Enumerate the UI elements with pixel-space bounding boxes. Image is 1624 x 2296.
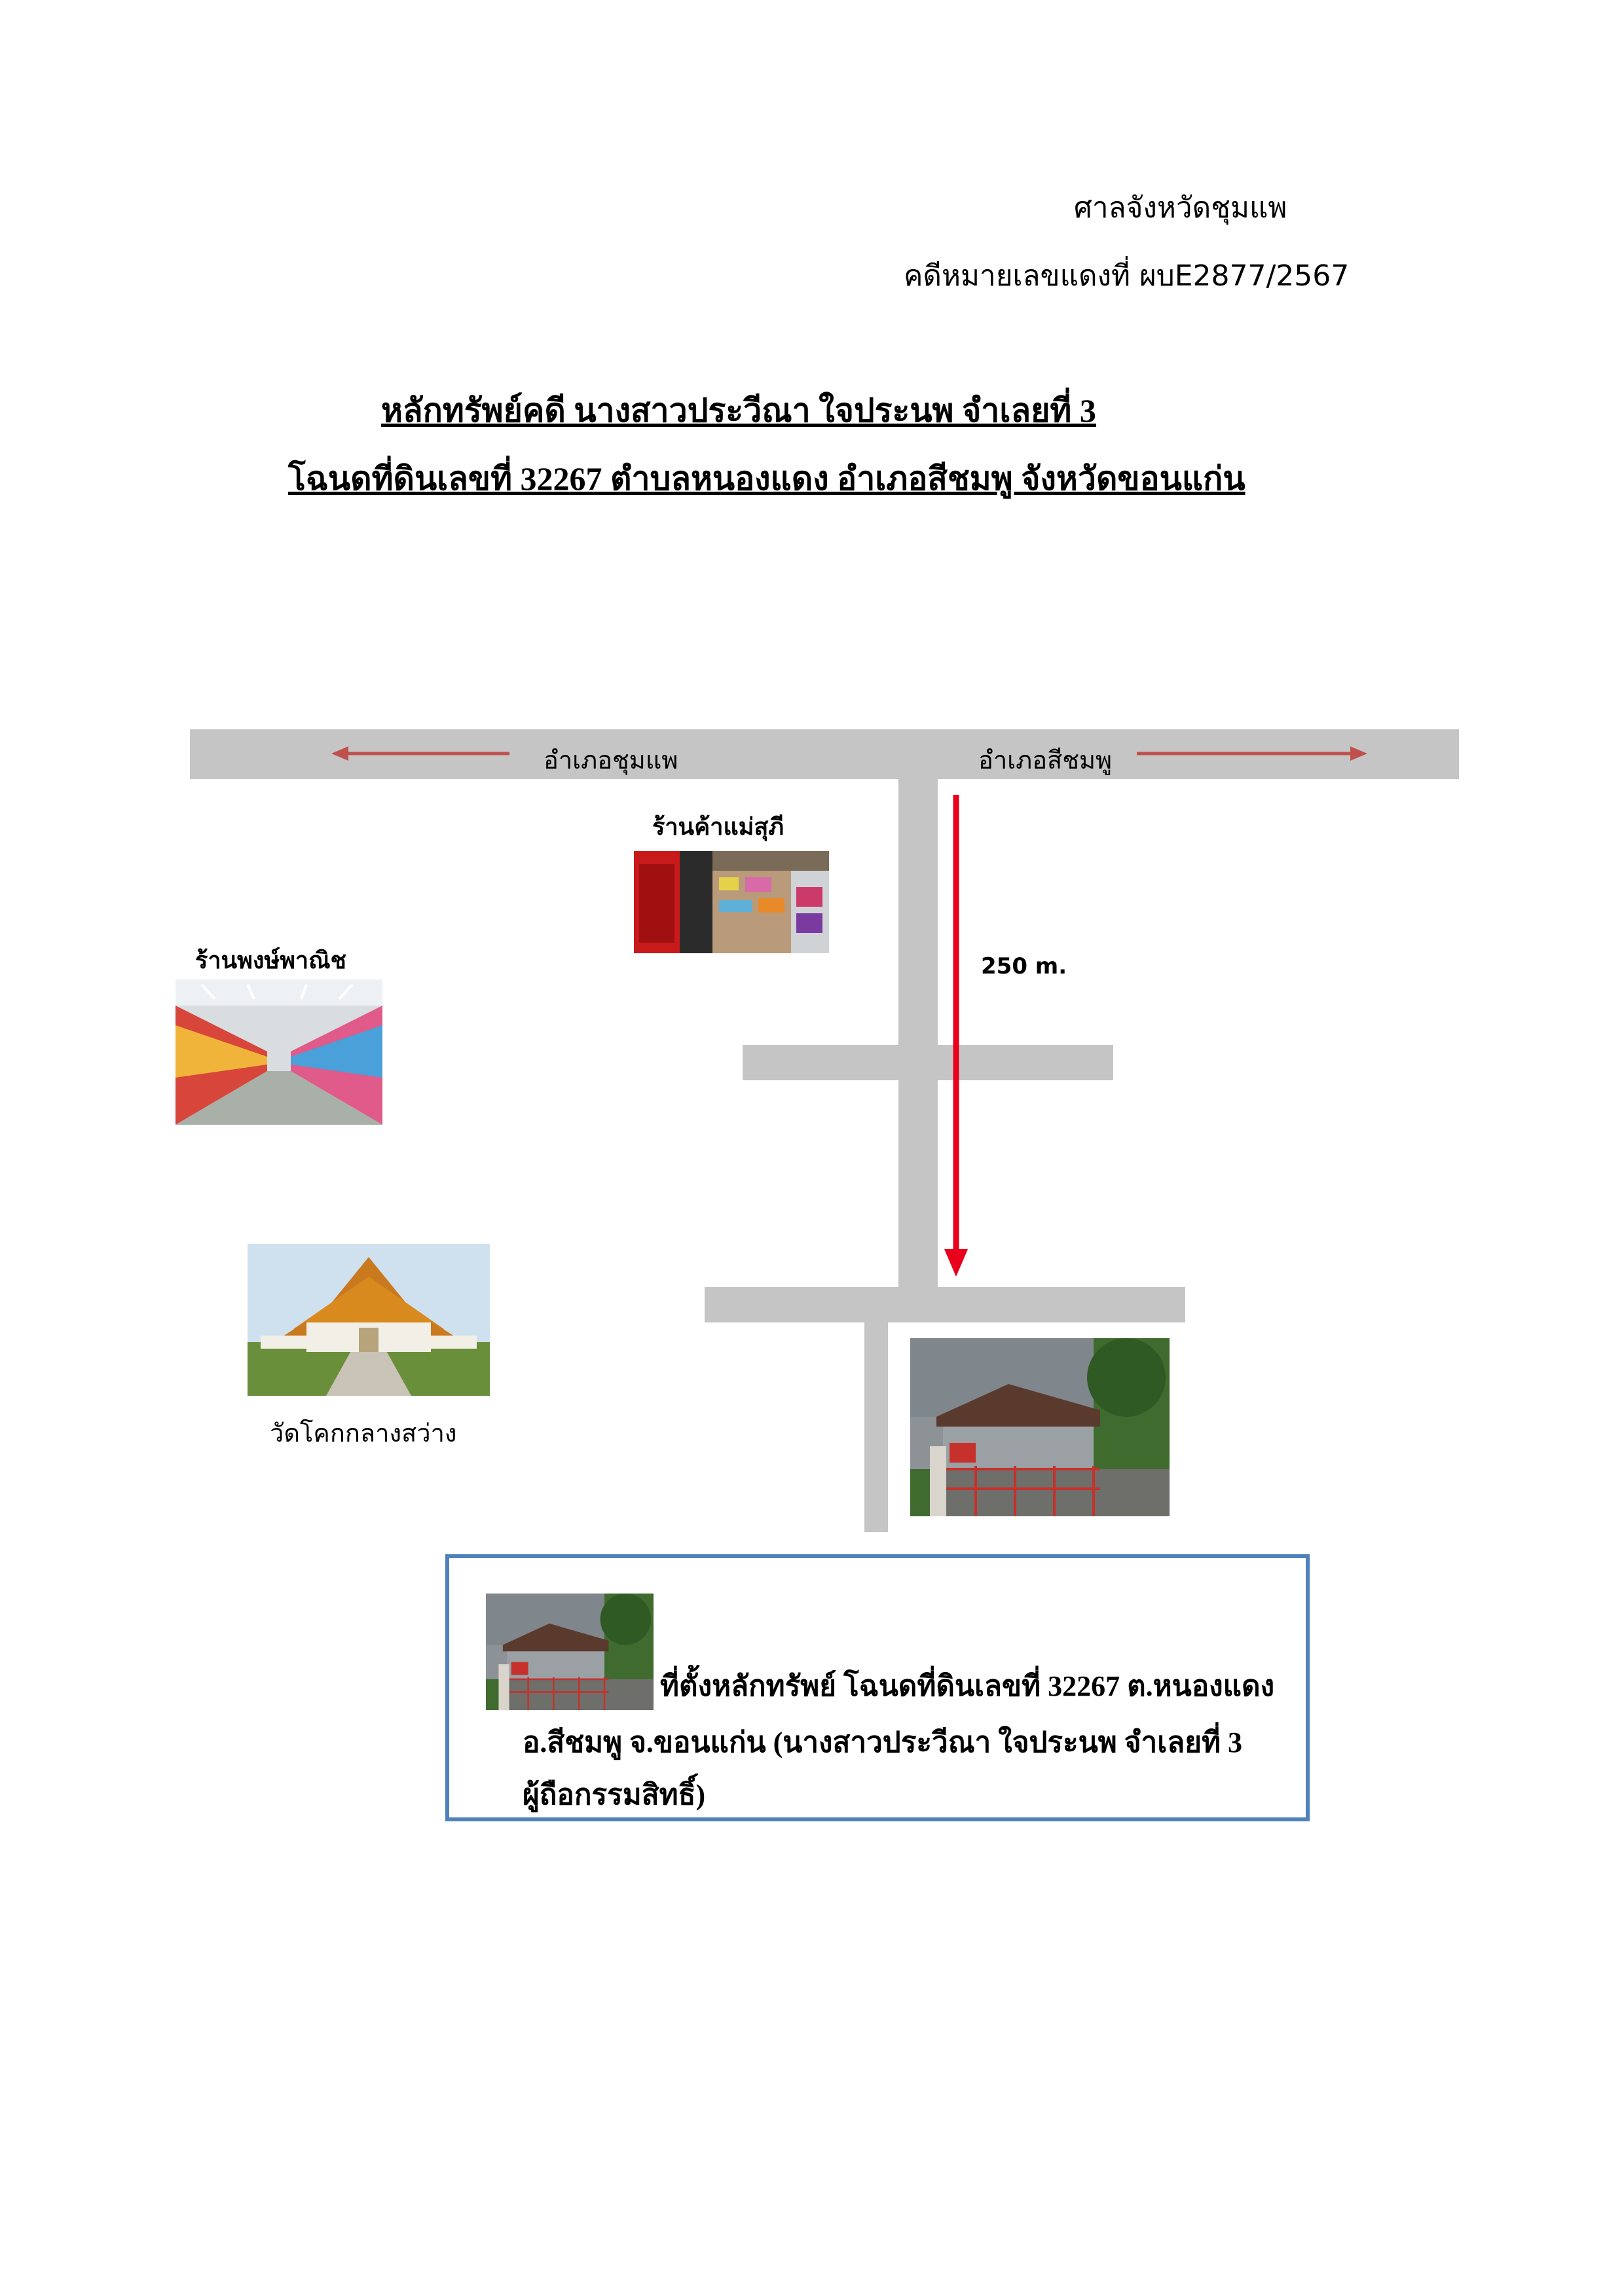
side-road-vertical-upper [898, 779, 938, 1296]
landmark-label-mae-suk: ร้านค้าแม่สุภี [652, 814, 784, 841]
direction-label-chum-phae: อำเภอชุมแพ [544, 746, 678, 774]
side-road-cross-1 [743, 1045, 1113, 1080]
landmark-label-temple: วัดโคกกลางสว่าง [270, 1419, 457, 1448]
note-line-3: ผู้ถือกรรมสิทธิ์) [523, 1779, 706, 1811]
map: อำเภอชุมแพ อำเภอสีชมพู 250 m. ร้านค้าแม่… [175, 729, 1459, 1532]
court-name: ศาลจังหวัดชุมแพ [1074, 191, 1287, 225]
arrow-left-icon [331, 746, 509, 761]
landmark-label-pong: ร้านพงษ์พาณิช [195, 947, 346, 974]
arrow-right-icon [1137, 746, 1367, 761]
property-location-note: ที่ตั้งหลักทรัพย์ โฉนดที่ดินเลขที่ 32267… [445, 1554, 1310, 1821]
side-road-vertical-lower [864, 1322, 888, 1532]
shop-pong-photo [175, 979, 382, 1125]
title-line-1: หลักทรัพย์คดี นางสาวประวีณา ใจประนพ จำเล… [381, 392, 1096, 429]
shop-mae-suk-photo [634, 851, 829, 953]
property-thumbnail [486, 1594, 654, 1710]
side-road-cross-2 [705, 1287, 1185, 1322]
property-photo [910, 1338, 1170, 1516]
note-line-2: อ.สีชมพู จ.ขอนแก่น (นางสาวประวีณา ใจประน… [523, 1726, 1243, 1758]
distance-label: 250 m. [981, 953, 1067, 979]
direction-label-si-chomphu: อำเภอสีชมพู [978, 746, 1113, 774]
case-number: คดีหมายเลขแดงที่ ผบE2877/2567 [904, 259, 1350, 293]
note-line-1: ที่ตั้งหลักทรัพย์ โฉนดที่ดินเลขที่ 32267… [660, 1670, 1275, 1702]
temple-photo [248, 1244, 490, 1396]
route-arrow-icon [944, 795, 968, 1277]
title-line-2: โฉนดที่ดินเลขที่ 32267 ตำบลหนองแดง อำเภอ… [288, 460, 1246, 497]
